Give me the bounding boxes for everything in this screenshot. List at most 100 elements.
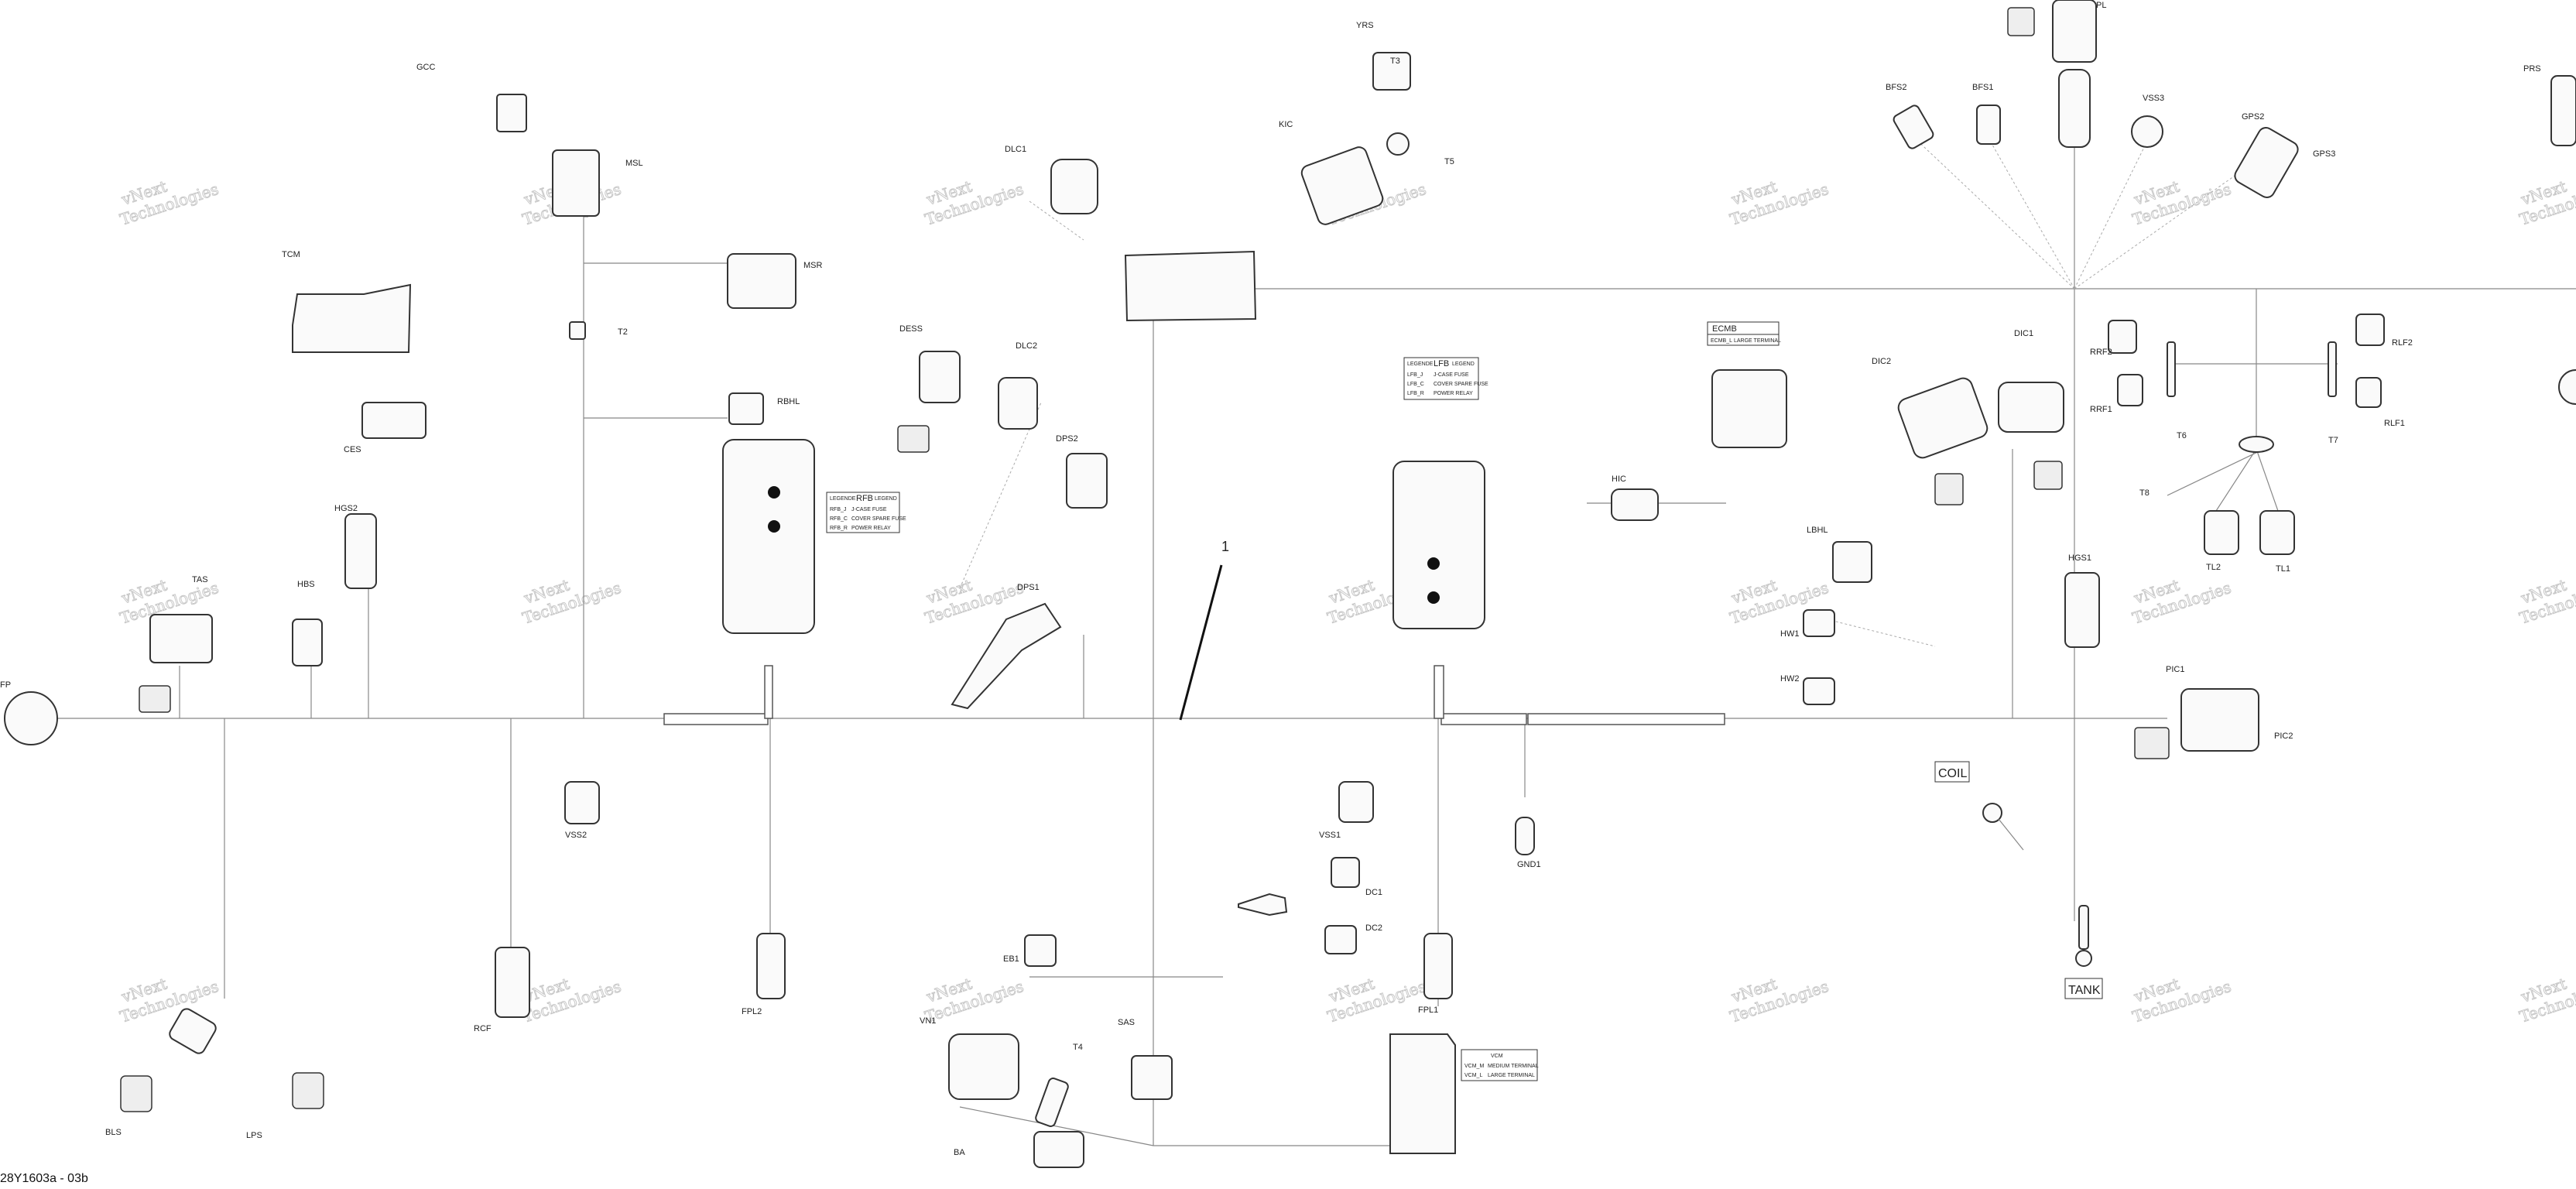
lfb-legend-row-code: LFB_J: [1407, 372, 1423, 378]
pic1-connector: [2180, 688, 2259, 752]
lfb-legend-row-desc: COVER SPARE FUSE: [1434, 382, 1488, 387]
rrf2-label: RRF2: [2090, 348, 2112, 357]
rrf2-connector: [2108, 320, 2137, 354]
dlc2-label: DLC2: [1016, 341, 1037, 351]
t2-label: T2: [618, 327, 628, 337]
coil-label-box: [1934, 761, 1970, 783]
bfs1-label: BFS1: [1972, 83, 1994, 92]
lfb-legend-row-desc: POWER RELAY: [1434, 391, 1473, 396]
rfb-legend-row-desc: J-CASE FUSE: [851, 507, 887, 512]
rfb-legend-head2: LEGEND: [875, 496, 897, 502]
dess-label: DESS: [899, 324, 923, 334]
t6-terminal: [2167, 341, 2176, 397]
branch-wire: [2074, 131, 2153, 290]
lfb-legend-row-desc: J-CASE FUSE: [1434, 372, 1469, 378]
coil-ring-terminal: [1982, 803, 2002, 823]
lfb-legend-row-code: LFB_C: [1407, 382, 1424, 387]
dess-connector: [919, 351, 961, 403]
tas-label: TAS: [192, 575, 208, 584]
fp-label: FP: [0, 680, 11, 690]
dess-clip: [897, 425, 930, 453]
dc2-label: DC2: [1365, 923, 1382, 933]
bfs1-switch: [1976, 105, 2001, 145]
vcm-legend: VCM VCM_M MEDIUM TERMINAL VCM_L LARGE TE…: [1461, 1049, 1539, 1081]
t4-label: T4: [1073, 1043, 1083, 1052]
pic2-label: PIC2: [2274, 732, 2293, 741]
tank-ring-terminal: [2075, 950, 2092, 967]
ecmb-legend-desc: LARGE TERMINAL: [1734, 338, 1781, 344]
vss3-label: VSS3: [2143, 94, 2164, 103]
coil-lead: [1998, 818, 2024, 851]
vss1-label: VSS1: [1319, 831, 1341, 840]
vcm-legend-row-desc: MEDIUM TERMINAL: [1488, 1064, 1539, 1069]
rfb-legend: LEGENDE RFB LEGEND RFB_J J-CASE FUSE RFB…: [826, 492, 906, 533]
dlc1-label: DLC1: [1005, 145, 1026, 154]
pic1-label: PIC1: [2166, 665, 2184, 674]
dps1-sensor: [951, 602, 1062, 710]
vn1-label: VN1: [920, 1016, 936, 1026]
fpl2-connector: [756, 933, 786, 999]
msr-label: MSR: [803, 261, 823, 270]
vss1-sensor: [1338, 781, 1374, 823]
dc-plug-terminal: [1238, 893, 1288, 917]
tank-label: TANK: [2068, 984, 2101, 997]
rfb-fuse-marker: [768, 520, 780, 533]
gps2-label: GPS2: [2242, 112, 2264, 122]
hw2-label: HW2: [1780, 674, 1799, 684]
fpl1-label: FPL1: [1418, 1006, 1438, 1015]
rrf1-label: RRF1: [2090, 405, 2112, 414]
tcm-label: TCM: [282, 250, 300, 259]
ces-connector: [361, 402, 426, 439]
component-labels: GCC MSL TCM MSR T2 RBHL CES HGS2 TAS HBS…: [0, 1, 2541, 1157]
gnd1-ring-terminal: [1515, 817, 1535, 855]
rfb-fuse-marker: [768, 486, 780, 499]
branch-wire: [2167, 448, 2265, 496]
kic-connector: [1300, 146, 1384, 225]
lfb-legend-head: LEGENDE: [1407, 361, 1434, 367]
vss3-sensor: [2131, 115, 2163, 148]
dps2-label: DPS2: [1056, 434, 1078, 444]
pl-clip: [2007, 7, 2035, 36]
ecmb-connector: [1711, 369, 1787, 448]
tl1-connector: [2259, 510, 2295, 555]
rfb-fuse-box: [722, 439, 815, 634]
branch-wire: [1989, 139, 2075, 290]
gps-sensor: [2234, 127, 2299, 198]
yrs-label: YRS: [1356, 21, 1374, 30]
ces-label: CES: [344, 445, 361, 454]
t3-label: T3: [1390, 57, 1400, 66]
vss2-label: VSS2: [565, 831, 587, 840]
hgs2-connector: [344, 513, 377, 589]
msl-connector: [552, 149, 600, 217]
msr-connector: [727, 253, 796, 309]
branch-wire: [1029, 200, 1084, 241]
branch-wire: [1826, 618, 1936, 647]
tas-connector: [149, 614, 213, 663]
dc1-connector: [1331, 857, 1360, 888]
vcm-legend-row-code: VCM_M: [1464, 1064, 1484, 1069]
lfb-legend-row-code: LFB_R: [1407, 391, 1424, 396]
lfb-legend-head2: LEGEND: [1452, 361, 1475, 367]
eb1-label: EB1: [1003, 954, 1019, 964]
figure-reference: 28Y1603a - 03b: [0, 1172, 88, 1185]
ba-label: BA: [954, 1148, 965, 1157]
rfb-legend-row-code: RFB_R: [830, 526, 848, 531]
vcm-legend-row-desc: LARGE TERMINAL: [1488, 1073, 1535, 1078]
blsw-connector: [169, 1008, 217, 1054]
pic-clip: [2134, 727, 2170, 759]
dic1-connector: [1998, 382, 2064, 433]
callout-leader-line: [1179, 564, 1223, 721]
ecmb-legend-box: [1707, 334, 1780, 346]
rlf2-connector: [2355, 314, 2385, 346]
callout-number: 1: [1221, 539, 1229, 554]
pl-label: PL: [2096, 1, 2106, 10]
hw1-label: HW1: [1780, 629, 1799, 639]
sas-sensor: [1131, 1055, 1173, 1100]
lfb-fuse-box: [1392, 461, 1485, 629]
tl2-connector: [2204, 510, 2239, 555]
dlc1-connector: [1050, 159, 1098, 214]
bfs2-label: BFS2: [1886, 83, 1907, 92]
hgs2-label: HGS2: [334, 504, 358, 513]
branch-wire: [959, 1106, 1154, 1146]
